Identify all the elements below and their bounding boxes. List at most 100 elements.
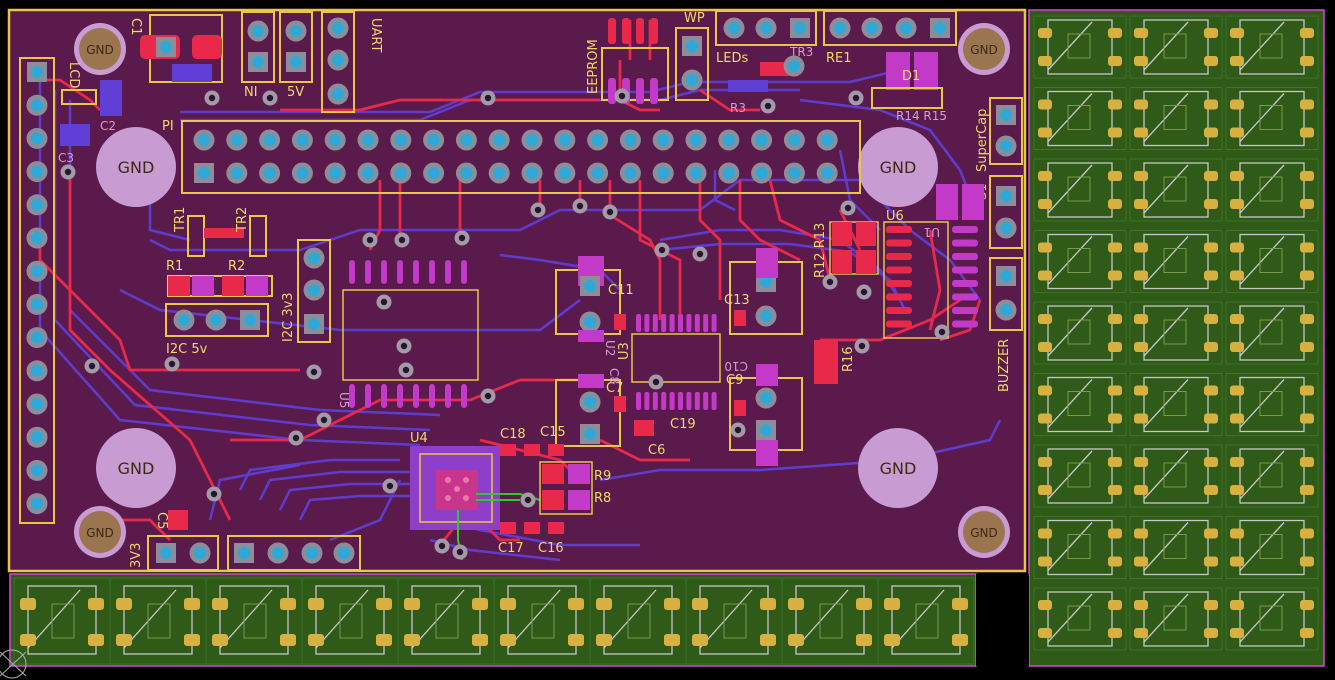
u3-pin — [678, 314, 683, 332]
pi-pin — [718, 129, 740, 151]
u3-pin — [703, 314, 709, 332]
svg-text:UART: UART — [368, 18, 383, 52]
pi-pin — [554, 162, 576, 184]
gnd-mount-hole-top-right: GND — [858, 127, 938, 207]
pi-pin — [390, 129, 412, 151]
pi-pin — [783, 162, 805, 184]
via — [848, 90, 864, 106]
panel-cell — [1033, 444, 1127, 508]
component-d1: D1 R14 R15 — [871, 52, 947, 123]
svg-text:GND: GND — [970, 43, 998, 57]
u5-pin — [413, 384, 419, 408]
lcd-pin — [26, 360, 48, 382]
pi-pin — [783, 129, 805, 151]
u6-pin — [886, 320, 912, 328]
lcd-pin — [26, 94, 48, 116]
svg-text:R14 R15: R14 R15 — [896, 109, 947, 123]
panel-cell — [493, 577, 591, 665]
pi-pin — [619, 129, 641, 151]
lcd-header: LCD — [19, 57, 81, 524]
component-c1: C1 — [128, 14, 223, 83]
lcd-pin — [26, 127, 48, 149]
header-i2c-5v: I2C 5v — [165, 303, 269, 357]
panel-cell — [1033, 515, 1127, 580]
pi-pin — [357, 129, 379, 151]
component-r16: R16 — [814, 340, 856, 384]
lcd-pin — [26, 161, 48, 183]
component-r9-r8: R9 R8 — [539, 461, 611, 515]
svg-text:TR2: TR2 — [235, 207, 250, 233]
pi-pin — [652, 129, 674, 151]
svg-text:BUZZER: BUZZER — [997, 339, 1012, 392]
u6-pin — [886, 239, 912, 247]
pi-pin — [291, 129, 313, 151]
u6-pin — [952, 280, 978, 287]
via — [306, 364, 322, 380]
pi-pin — [390, 162, 412, 184]
u5-pin — [445, 384, 451, 408]
bottom-panel-array — [9, 573, 1029, 667]
u5-pin — [381, 260, 387, 284]
panel-cell — [1225, 158, 1319, 222]
u5-pin — [381, 384, 387, 408]
u5-pin — [461, 384, 467, 408]
lcd-pin — [26, 260, 48, 282]
panel-cell — [1129, 158, 1223, 222]
svg-text:I2C 5v: I2C 5v — [166, 342, 208, 357]
header-uart: UART — [321, 11, 383, 113]
svg-text:R16: R16 — [841, 346, 856, 372]
svg-text:C15: C15 — [540, 425, 566, 440]
svg-text:U3: U3 — [617, 342, 632, 360]
via — [84, 358, 100, 374]
lcd-pin — [26, 493, 48, 515]
component-c2-c3: C2 C3 — [58, 80, 122, 165]
u5-pin — [397, 260, 403, 284]
pi-pin — [423, 129, 445, 151]
via — [614, 88, 630, 104]
component-u5: U5 — [337, 260, 479, 408]
panel-cell — [301, 577, 399, 665]
u6-pin — [952, 253, 978, 260]
u3-pin — [669, 314, 675, 332]
via — [396, 338, 412, 354]
pi-pin — [685, 162, 707, 184]
panel-cell — [1129, 372, 1223, 437]
svg-text:RE1: RE1 — [826, 51, 852, 66]
svg-text:R1: R1 — [166, 259, 183, 274]
svg-text:R8: R8 — [594, 491, 611, 506]
header-3v3: 3V3 — [129, 535, 219, 571]
panel-cell — [589, 577, 687, 665]
pi-header: PI — [162, 119, 861, 194]
svg-text:C10: C10 — [724, 359, 748, 373]
u5-pin — [429, 384, 435, 408]
panel-cell — [1225, 229, 1319, 294]
pi-pin — [751, 129, 773, 151]
svg-text:C9: C9 — [726, 373, 743, 388]
svg-text:C11: C11 — [608, 283, 634, 298]
u5-pin — [461, 260, 467, 284]
via — [454, 230, 470, 246]
pi-pin — [324, 129, 346, 151]
via — [206, 486, 222, 502]
jumper-5v: 5V — [279, 11, 313, 100]
via — [840, 200, 856, 216]
pi-pin — [816, 162, 838, 184]
via — [480, 388, 496, 404]
jumper-wp: WP — [675, 11, 709, 101]
via — [288, 430, 304, 446]
svg-text:C7: C7 — [606, 381, 623, 396]
component-c7-c8: C7 C8 — [555, 368, 623, 447]
svg-text:C18: C18 — [500, 427, 526, 442]
u3-pin — [661, 392, 667, 410]
pi-pin — [193, 129, 215, 151]
svg-text:U5: U5 — [337, 392, 351, 408]
pi-pin — [226, 129, 248, 151]
via — [760, 98, 776, 114]
header-bottom-4pin — [227, 535, 361, 571]
jumper-ni: NI — [241, 11, 275, 100]
pi-pin — [619, 162, 641, 184]
u3-pin — [694, 392, 700, 410]
svg-text:5V: 5V — [287, 85, 304, 100]
via — [398, 362, 414, 378]
